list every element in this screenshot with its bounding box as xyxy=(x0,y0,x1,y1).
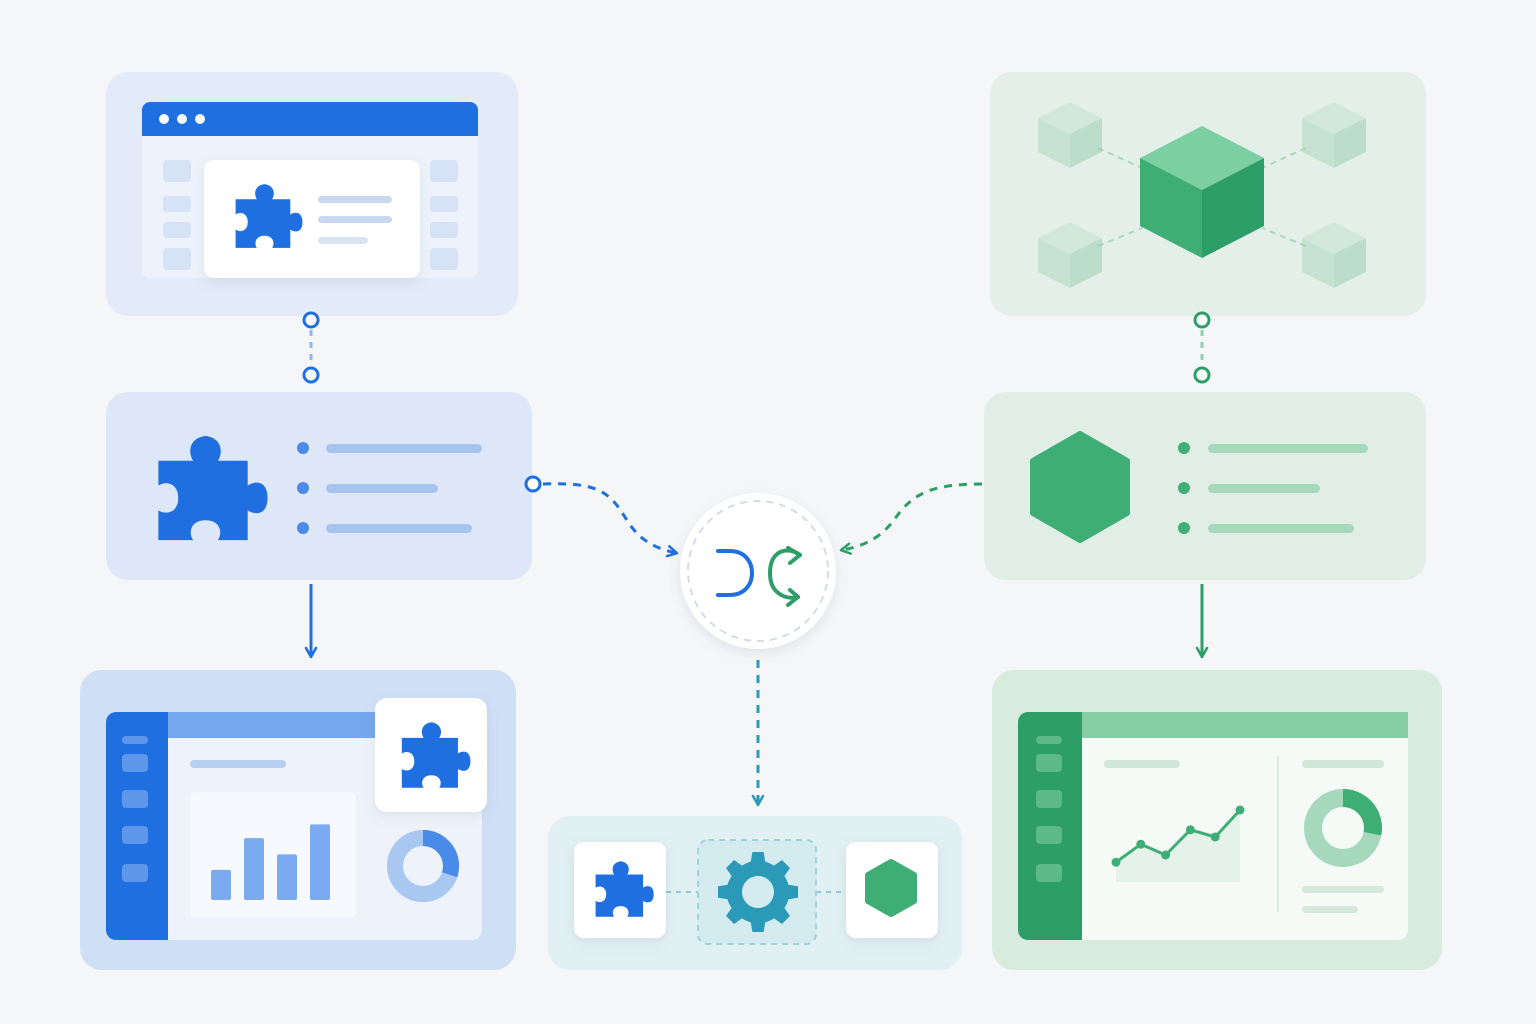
merge-hub xyxy=(680,493,836,649)
green-dashboard-card xyxy=(992,670,1442,970)
hexagon-list-card xyxy=(984,392,1426,580)
list-bullet xyxy=(1178,482,1190,494)
cube-icon xyxy=(1038,222,1102,288)
bar xyxy=(310,824,330,900)
donut-chart xyxy=(387,830,459,902)
bar-chart xyxy=(211,824,330,900)
window-dot xyxy=(159,114,169,124)
connector-left-top xyxy=(302,311,320,384)
hexagon-icon xyxy=(1030,431,1130,543)
line-point xyxy=(1136,839,1146,849)
list-bullet xyxy=(1178,442,1190,454)
series-line xyxy=(1115,808,1242,864)
cube-icon xyxy=(1038,102,1102,168)
line-point xyxy=(1210,832,1220,842)
line-point xyxy=(1185,825,1195,835)
curved-arrow-right-to-hub xyxy=(839,482,983,555)
list-bullet xyxy=(297,482,309,494)
line-point xyxy=(1161,850,1171,860)
list-bullet xyxy=(1178,522,1190,534)
cube-network-card xyxy=(990,72,1426,316)
cube-icon xyxy=(1302,222,1366,288)
hexagon-icon xyxy=(865,859,917,917)
cube-icon xyxy=(1302,102,1366,168)
bar xyxy=(277,854,297,900)
cube-icon xyxy=(1140,126,1264,258)
line-point xyxy=(1111,857,1121,867)
browser-window-card xyxy=(106,72,518,316)
bar xyxy=(244,838,264,900)
donut-chart xyxy=(1304,789,1382,867)
window-dot xyxy=(195,114,205,124)
merge-icon xyxy=(716,546,802,607)
line-point xyxy=(1235,805,1245,815)
curved-arrow-left-to-hub xyxy=(524,475,679,558)
line-chart xyxy=(1111,805,1245,882)
connector-right-top xyxy=(1193,311,1211,384)
line-area xyxy=(1116,810,1240,882)
list-bullet xyxy=(297,522,309,534)
window-dot xyxy=(177,114,187,124)
combined-modules-card xyxy=(548,816,962,970)
bar xyxy=(211,869,231,900)
blue-dashboard-card xyxy=(80,670,516,970)
plugin-list-card xyxy=(106,392,532,580)
list-bullet xyxy=(297,442,309,454)
